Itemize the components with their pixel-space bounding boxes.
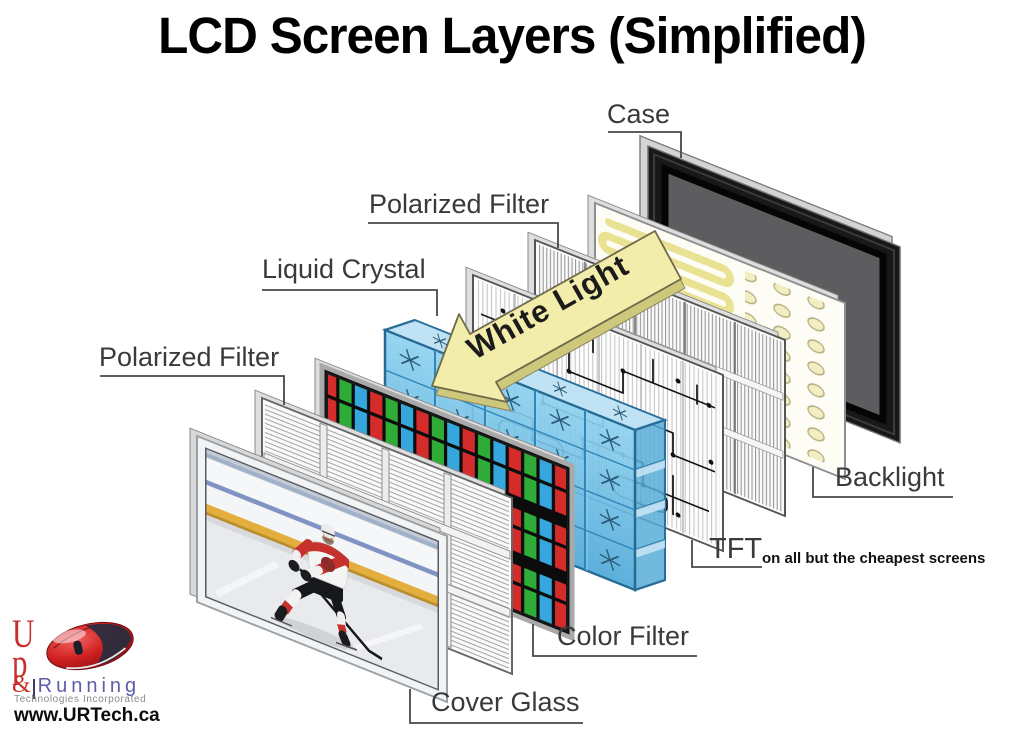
logo-ampersand: &: [12, 672, 31, 698]
leader-liquid-crystal: [262, 289, 438, 316]
logo-website: www.URTech.ca: [14, 705, 160, 726]
logo-divider: [32, 679, 35, 699]
label-tft-note: on all but the cheapest screens: [762, 550, 986, 567]
page-title: LCD Screen Layers (Simplified): [158, 7, 867, 64]
leader-color-filter: [532, 624, 697, 657]
leader-polarized-front: [100, 375, 285, 405]
leader-case: [608, 131, 682, 158]
label-polarized-filter-rear: Polarized Filter: [369, 189, 550, 219]
leader-cover-glass: [409, 689, 583, 724]
leader-backlight: [812, 467, 953, 498]
label-tft: TFT: [709, 533, 763, 565]
hockey-player: [271, 523, 383, 661]
label-backlight: Backlight: [835, 462, 945, 492]
leader-lines: [100, 131, 953, 724]
label-color-filter: Color Filter: [557, 621, 690, 651]
label-cover-glass: Cover Glass: [431, 687, 580, 717]
logo-tagline: Technologies Incorporated: [14, 694, 147, 705]
logo-running-text: Running: [37, 675, 141, 697]
label-liquid-crystal: Liquid Crystal: [262, 254, 426, 284]
urtech-logo: Up & Running Technologies Incorporated w…: [10, 614, 170, 726]
logo-up-text: Up: [12, 611, 35, 686]
layer-cover-glass: [189, 427, 448, 704]
label-case: Case: [607, 99, 671, 129]
label-polarized-filter-front: Polarized Filter: [99, 342, 280, 372]
mouse-icon: [46, 621, 134, 671]
hockey-image: [205, 447, 439, 691]
leader-tft: [691, 540, 762, 568]
logo-row: & Running: [12, 672, 140, 699]
leader-polarized-rear: [368, 222, 559, 248]
